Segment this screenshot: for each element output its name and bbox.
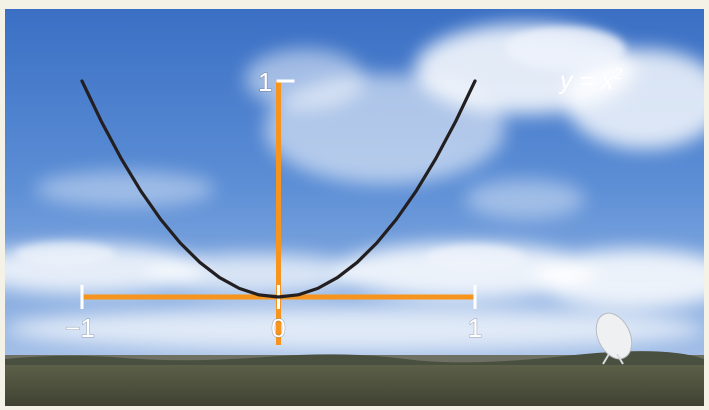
radio-telescope-dish [595, 312, 633, 365]
equation-label: y = x2 [558, 66, 623, 95]
parabola-curve [80, 79, 477, 299]
x-tick-label-1: 1 [468, 313, 482, 343]
sky-photo-background [5, 9, 704, 406]
x-tick-label-neg1: −1 [65, 313, 95, 343]
parabola-chart: −1 0 1 1 y = x2 [5, 9, 704, 406]
equation-exponent: 2 [613, 66, 623, 83]
chart-frame: −1 0 1 1 y = x2 [5, 9, 704, 406]
y-tick-label-1: 1 [258, 67, 272, 97]
equation-base: y = x [558, 67, 615, 95]
x-tick-label-0: 0 [271, 313, 285, 343]
